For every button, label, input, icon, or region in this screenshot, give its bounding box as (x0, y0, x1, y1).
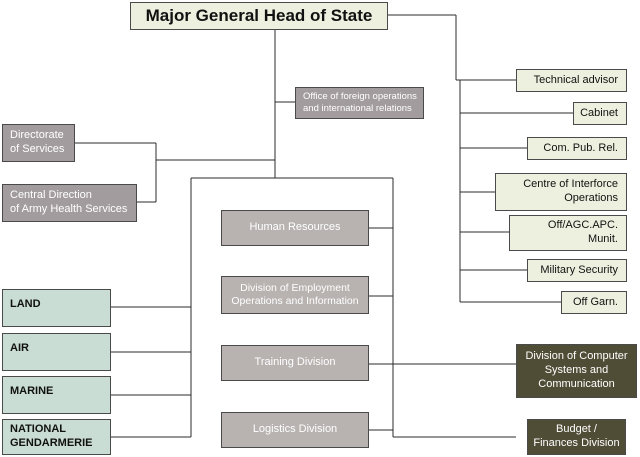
staff-military-security[interactable]: Military Security (527, 259, 627, 282)
division-label: Training Division (254, 356, 336, 369)
staff-label: Centre of Interforce Operations (523, 178, 618, 204)
services-label: Central Direction of Army Health Service… (10, 189, 128, 215)
division-label: Logistics Division (252, 423, 338, 436)
force-gendarmerie[interactable]: NATIONAL GENDARMERIE (2, 419, 111, 455)
force-label: MARINE (10, 385, 54, 397)
staff-technical-advisor[interactable]: Technical advisor (516, 69, 627, 92)
force-label: LAND (10, 298, 41, 310)
force-label: AIR (10, 342, 29, 354)
special-label: Budget / Finances Division (533, 423, 620, 449)
staff-label: Off Garn. (572, 295, 618, 308)
staff-label: Off/AGC.APC. Munit. (547, 219, 618, 245)
division-computer-systems[interactable]: Division of Computer Systems and Communi… (516, 344, 637, 398)
staff-off-agc-apc[interactable]: Off/AGC.APC. Munit. (509, 215, 627, 251)
force-marine[interactable]: MARINE (2, 376, 111, 414)
head-of-state-title: Major General Head of State (145, 6, 373, 26)
division-budget-finances[interactable]: Budget / Finances Division (527, 419, 626, 455)
services-label: Directorate of Services (10, 129, 65, 155)
head-of-state-box[interactable]: Major General Head of State (130, 2, 388, 30)
foreign-office-label: Office of foreign operations and interna… (303, 91, 417, 114)
force-land[interactable]: LAND (2, 289, 111, 327)
directorate-services-box[interactable]: Directorate of Services (2, 124, 75, 162)
force-air[interactable]: AIR (2, 333, 111, 371)
staff-cabinet[interactable]: Cabinet (573, 102, 627, 125)
division-human-resources[interactable]: Human Resources (221, 210, 369, 246)
staff-label: Technical advisor (533, 73, 618, 86)
division-label: Human Resources (249, 221, 341, 234)
special-label: Division of Computer Systems and Communi… (525, 350, 628, 390)
staff-label: Military Security (540, 263, 618, 276)
foreign-office-box[interactable]: Office of foreign operations and interna… (295, 87, 424, 119)
staff-off-garn[interactable]: Off Garn. (561, 291, 627, 314)
division-employment-operations[interactable]: Division of Employment Operations and In… (221, 276, 369, 314)
force-label: NATIONAL GENDARMERIE (10, 423, 93, 449)
staff-label: Com. Pub. Rel. (543, 141, 618, 154)
staff-com-pub-rel[interactable]: Com. Pub. Rel. (527, 137, 627, 160)
staff-centre-interforce[interactable]: Centre of Interforce Operations (495, 173, 627, 211)
division-logistics[interactable]: Logistics Division (221, 412, 369, 448)
division-training[interactable]: Training Division (221, 345, 369, 381)
staff-label: Cabinet (580, 106, 618, 119)
central-health-box[interactable]: Central Direction of Army Health Service… (2, 184, 137, 222)
division-label: Division of Employment Operations and In… (231, 281, 359, 307)
